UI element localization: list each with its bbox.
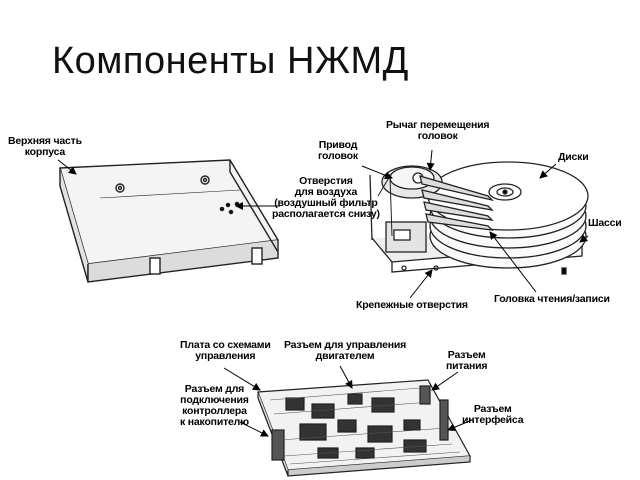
- label-controller-connector: Разъем для подключения контроллера к нак…: [180, 384, 249, 428]
- label-head-drive: Привод головок: [318, 140, 358, 162]
- label-line: Отверстия: [299, 175, 353, 187]
- label-line: Рычаг перемещения: [386, 119, 490, 131]
- label-line: Разъем для управления: [284, 339, 407, 351]
- label-top-cover: Верхняя часть корпуса: [8, 136, 82, 158]
- label-line: интерфейса: [462, 414, 524, 426]
- label-line: (воздушный фильтр: [274, 197, 378, 209]
- label-rw-head: Головка чтения/записи: [494, 293, 610, 305]
- leader-control-board: [223, 367, 261, 391]
- label-control-board: Плата со схемами управления: [180, 340, 271, 362]
- leader-lines: [57, 149, 589, 437]
- controller-board-drawing: [257, 379, 471, 477]
- leader-motor-connector: [339, 365, 353, 389]
- label-line: двигателем: [315, 350, 375, 362]
- label-air-holes: Отверстия для воздуха (воздушный фильтр …: [272, 176, 380, 220]
- leader-top-cover: [57, 159, 77, 175]
- label-line: Привод: [318, 139, 358, 151]
- label-chassis: Шасси: [588, 217, 622, 229]
- label-head-arm: Рычаг перемещения головок: [386, 119, 490, 142]
- label-disks: Диски: [558, 151, 589, 163]
- label-line: для воздуха: [294, 186, 358, 198]
- slide-title: Компоненты НЖМД: [52, 40, 409, 82]
- leader-disks: [539, 163, 557, 179]
- label-line: управления: [195, 350, 256, 362]
- label-line: питания: [446, 360, 488, 372]
- label-line: контроллера: [182, 405, 247, 417]
- label-line: Разъем: [447, 349, 486, 361]
- label-line: Плата со схемами: [180, 339, 271, 351]
- leader-mount-holes: [409, 269, 433, 299]
- leader-head-arm: [426, 149, 435, 171]
- label-interface-connector: Разъем интерфейса: [462, 403, 524, 426]
- leader-head-drive: [361, 165, 393, 180]
- leader-interface-connector: [447, 419, 473, 431]
- label-mount-holes: Крепежные отверстия: [356, 299, 468, 311]
- label-power-connector: Разъем питания: [446, 349, 488, 372]
- label-line: Верхняя часть: [8, 135, 82, 147]
- label-line: Разъем: [473, 403, 512, 415]
- leader-chassis: [579, 234, 589, 243]
- board-traces: [269, 387, 461, 465]
- leader-power-connector: [431, 371, 459, 391]
- label-line: к накопителю: [180, 416, 249, 428]
- label-line: располагается снизу): [272, 208, 380, 220]
- label-line: Разъем для: [184, 383, 245, 395]
- label-line: подключения: [180, 394, 249, 406]
- open-drive-drawing: [369, 161, 589, 275]
- leader-rw-head: [489, 231, 537, 293]
- label-line: головок: [417, 130, 458, 142]
- label-motor-connector: Разъем для управления двигателем: [284, 340, 406, 362]
- top-cover-drawing: [59, 159, 280, 283]
- label-line: корпуса: [24, 146, 66, 158]
- label-line: головок: [318, 150, 358, 162]
- leader-controller-connector: [239, 421, 269, 437]
